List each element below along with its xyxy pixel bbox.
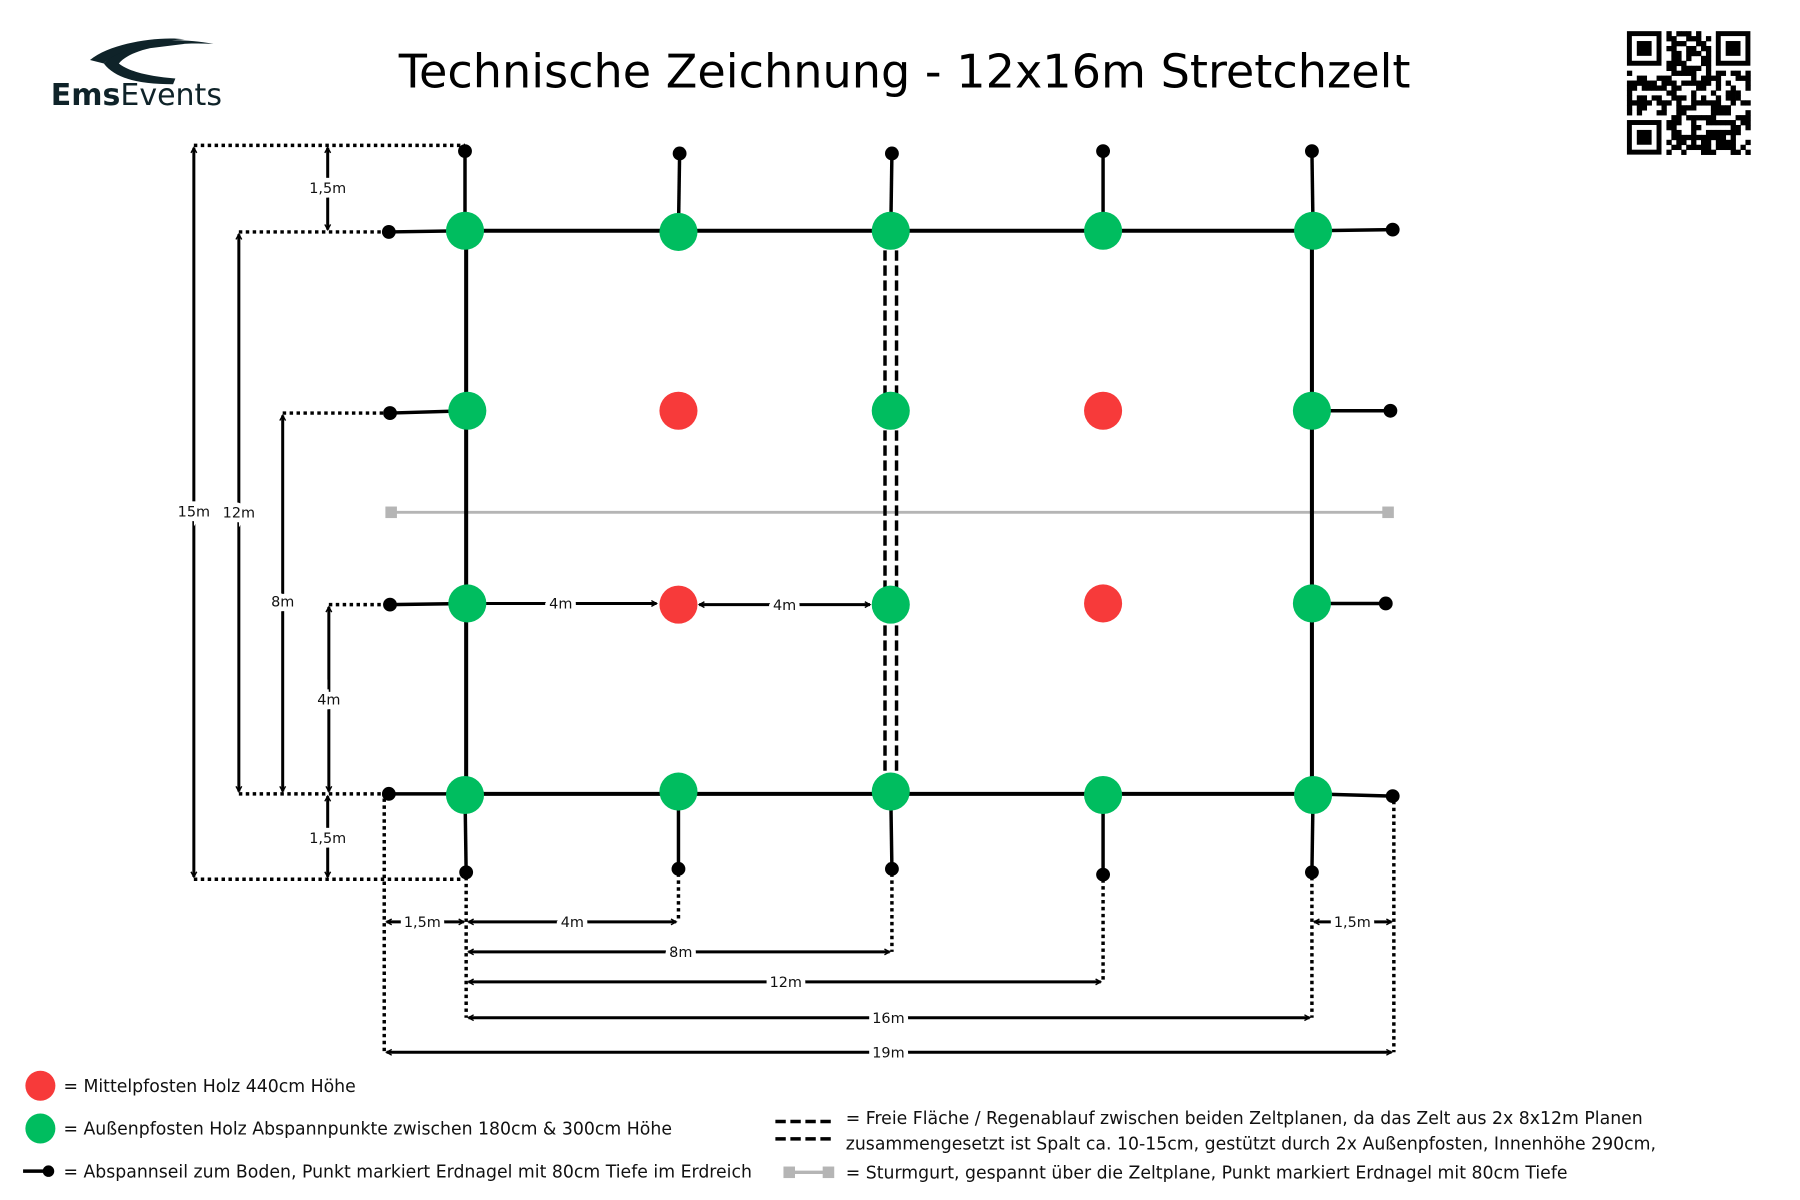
- dim-4m-interior-b: 4m: [773, 598, 796, 614]
- rain-gap-line: [883, 235, 899, 792]
- dim-4m-interior-a: 4m: [549, 597, 572, 613]
- logo-text-regular: Events: [120, 78, 222, 113]
- center-post: [659, 391, 698, 430]
- ground-stake: [1305, 144, 1319, 159]
- ground-stake: [885, 861, 899, 876]
- outer-post: [1084, 775, 1123, 815]
- dim-12m: 12m: [223, 505, 255, 521]
- legend-center-post: = Mittelpfosten Holz 440cm Höhe: [63, 1077, 355, 1097]
- outer-post: [448, 391, 487, 430]
- legend-storm-strap: = Sturmgurt, gespannt über die Zeltplane…: [846, 1163, 1568, 1183]
- outer-post: [871, 391, 910, 430]
- legend: = Mittelpfosten Holz 440cm Höhe = Außenp…: [23, 1070, 1656, 1183]
- posts: [445, 211, 1333, 815]
- ground-stake: [458, 144, 472, 159]
- center-post: [659, 585, 698, 624]
- legend-gap-line-1: = Freie Fläche / Regenablauf zwischen be…: [846, 1109, 1643, 1129]
- ground-stake: [381, 225, 396, 239]
- outer-post: [448, 584, 487, 623]
- center-post-icon: [25, 1070, 56, 1101]
- ground-stake: [672, 146, 687, 161]
- ground-stake: [671, 861, 686, 876]
- outer-post: [871, 585, 910, 624]
- outer-post: [659, 212, 698, 251]
- ground-stake: [1385, 789, 1400, 804]
- outer-post: [1294, 211, 1333, 250]
- dim-1-5m-top: 1,5m: [309, 181, 346, 197]
- ground-stake: [1378, 596, 1393, 611]
- outer-post: [1292, 391, 1331, 430]
- ground-stake: [383, 406, 397, 420]
- outer-post: [445, 211, 485, 250]
- dim-16m-bottom: 16m: [872, 1011, 904, 1027]
- outer-post: [659, 772, 698, 811]
- dim-8m-bottom: 8m: [669, 945, 692, 961]
- svg-text:EmsEvents: EmsEvents: [51, 78, 222, 113]
- outer-post: [871, 772, 910, 811]
- dim-1-5m-right: 1,5m: [1334, 915, 1371, 931]
- dimension-arrows: [190, 146, 1393, 1056]
- outer-post: [1294, 775, 1333, 815]
- outer-post-icon: [25, 1113, 56, 1144]
- dim-1-5m-left: 1,5m: [404, 915, 441, 931]
- dim-12m-bottom: 12m: [770, 975, 802, 991]
- dim-4m-vertical: 4m: [317, 692, 340, 708]
- dim-19m-bottom: 19m: [872, 1045, 904, 1061]
- center-post: [1084, 584, 1123, 623]
- storm-strap: [385, 506, 1394, 519]
- ground-stake: [381, 786, 396, 801]
- ground-stake: [1383, 403, 1398, 418]
- outer-post: [445, 775, 485, 815]
- page-title: Technische Zeichnung - 12x16m Stretchzel…: [398, 45, 1411, 99]
- gap-line-icon: [775, 1119, 834, 1141]
- logo: EmsEvents: [51, 38, 222, 113]
- ground-stake: [1096, 144, 1110, 159]
- legend-guy-rope: = Abspannseil zum Boden, Punkt markiert …: [63, 1162, 752, 1182]
- dim-8m: 8m: [271, 594, 294, 610]
- logo-text-bold: Ems: [51, 78, 121, 113]
- dim-4m-bottom: 4m: [561, 915, 584, 931]
- center-post: [1084, 391, 1123, 430]
- legend-outer-post: = Außenpfosten Holz Abspannpunkte zwisch…: [63, 1120, 672, 1140]
- outer-post: [1084, 211, 1123, 250]
- dim-1-5m-bottom: 1,5m: [309, 831, 346, 847]
- extension-lines: [193, 143, 1396, 1053]
- logo-swoosh-icon: [103, 39, 214, 85]
- outer-post: [871, 211, 910, 250]
- guy-rope-icon: [23, 1165, 55, 1177]
- storm-strap-icon: [783, 1166, 835, 1179]
- outer-post: [1292, 584, 1331, 623]
- ground-stake: [459, 865, 474, 880]
- ground-stake: [1305, 865, 1319, 880]
- dim-15m: 15m: [178, 504, 210, 520]
- legend-gap-line-2: zusammengesetzt ist Spalt ca. 10-15cm, g…: [846, 1135, 1656, 1155]
- qr-code-icon: [1626, 31, 1751, 155]
- ground-stake: [1385, 222, 1400, 237]
- ground-stake: [885, 146, 899, 161]
- ground-stake: [383, 597, 397, 612]
- dimension-labels: 15m 12m 8m 4m 1,5m 1,5m 4m 4m 1,5m 4m 8m…: [173, 177, 1375, 1066]
- ground-stake: [1096, 867, 1110, 882]
